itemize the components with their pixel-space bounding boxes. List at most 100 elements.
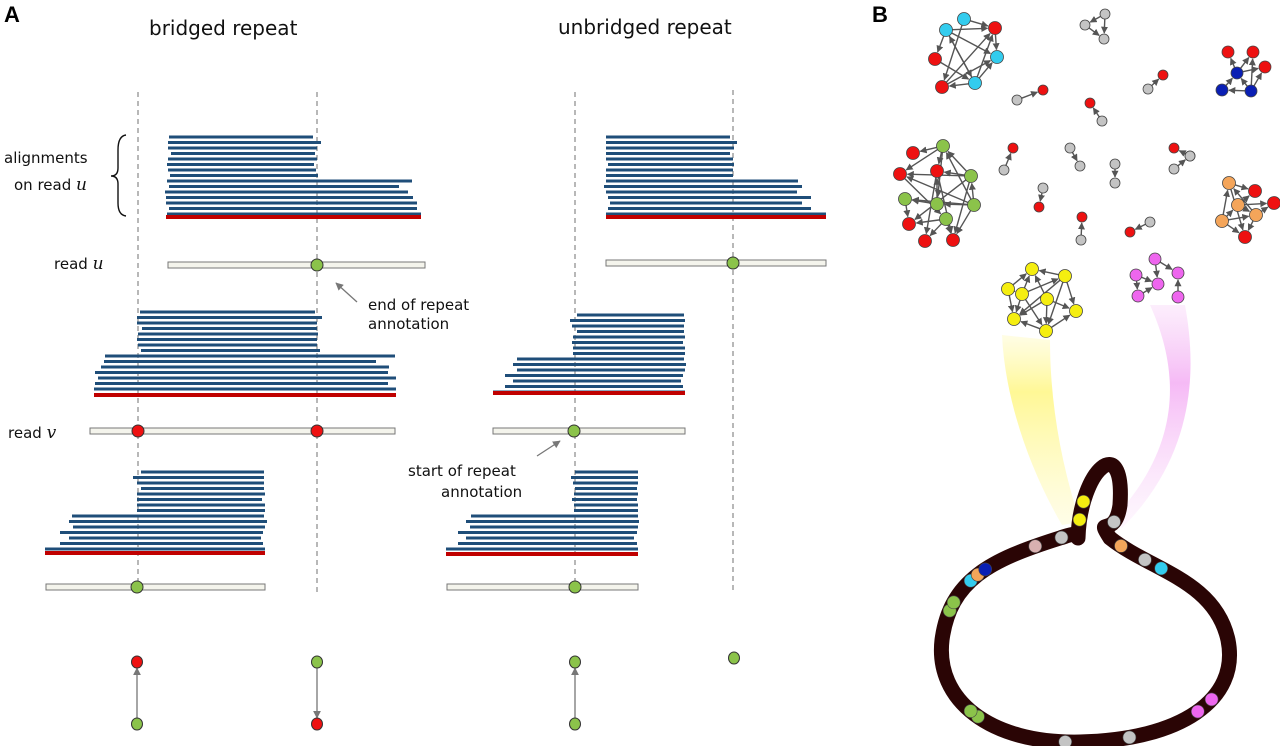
gray-node [1037, 182, 1049, 194]
gray-node [1096, 115, 1108, 127]
graph-edge [936, 152, 944, 165]
graph-edge [1253, 72, 1263, 87]
graph-edge [1070, 152, 1078, 162]
graph-edge [1052, 300, 1070, 309]
magenta-cluster [1129, 252, 1185, 304]
magenta-node [1151, 277, 1165, 291]
graph-edge [1092, 107, 1100, 118]
graph-edge [903, 205, 911, 218]
green-ring-node [963, 704, 978, 718]
gray-node [1109, 177, 1121, 189]
red-node [310, 424, 324, 438]
graph-edge [919, 146, 937, 154]
magenta-projection-band [1110, 305, 1191, 528]
red-node [902, 217, 916, 231]
gray-node [1064, 142, 1076, 154]
magenta-node [1129, 268, 1143, 282]
green-node [310, 258, 324, 272]
yellow-projection-band [1002, 335, 1080, 525]
yellow-cluster [1001, 262, 1083, 338]
green-graph-node [311, 655, 323, 669]
red-node [1037, 84, 1049, 96]
cyan-node [957, 12, 971, 26]
bottom-graph [131, 651, 740, 731]
graph-edge [1088, 27, 1100, 37]
graph-edge [953, 182, 970, 234]
gray-node [1142, 83, 1154, 95]
graph-edge [1066, 281, 1076, 305]
graph-edge [905, 148, 938, 171]
graph-edge [1225, 77, 1233, 86]
gray-node [1168, 163, 1180, 175]
graph-edge [1012, 273, 1027, 286]
red-node [918, 234, 932, 248]
graph-edge [1134, 223, 1146, 230]
pair-cluster [1064, 142, 1086, 172]
orange-node [1215, 214, 1229, 228]
blue-ring-node [978, 562, 993, 577]
graph-edge [1051, 314, 1071, 328]
red-node [893, 167, 907, 181]
blue-node [1230, 66, 1244, 80]
graph-edge [1228, 86, 1246, 94]
graph-edge [1247, 220, 1255, 231]
graph-edge [1151, 78, 1160, 87]
green-node [130, 580, 144, 594]
cyan-node [939, 23, 953, 37]
magenta-node [1171, 290, 1185, 304]
cyan-node [968, 76, 982, 90]
alignment-stacks [45, 135, 826, 556]
unbridged-repeat-title: unbridged repeat [558, 15, 732, 39]
red-node [131, 424, 145, 438]
read-bar [167, 261, 426, 269]
orange-node [1222, 176, 1236, 190]
gray-node [1144, 216, 1156, 228]
red-node [928, 52, 942, 66]
graph-edge [1177, 159, 1186, 167]
graph-edge [951, 32, 991, 55]
gray-node [1011, 94, 1023, 106]
green-node [964, 169, 978, 183]
graph-edge [1038, 192, 1045, 202]
red-node [1238, 230, 1252, 244]
gray-ring-node [1054, 530, 1069, 545]
yellow-node [1015, 287, 1029, 301]
end-annotation-line2: annotation [368, 315, 449, 333]
graph-edge [1023, 275, 1031, 289]
read-bars [45, 256, 827, 594]
blue-node [1215, 83, 1229, 97]
pair-cluster [1011, 84, 1049, 106]
graph-edge [1242, 195, 1250, 203]
red-node [1084, 97, 1096, 109]
red-node [1267, 196, 1280, 210]
read-bar [45, 583, 266, 591]
graph-edge [1242, 205, 1251, 212]
pair-cluster [1075, 211, 1088, 246]
gray-node [1099, 8, 1111, 20]
yellow-node [1069, 304, 1083, 318]
start-annotation-line2: annotation [441, 483, 522, 501]
yellow-node [1058, 269, 1072, 283]
graph-edge [1100, 18, 1108, 34]
graph-edge [1230, 57, 1237, 68]
blue-red-cluster [1215, 45, 1272, 98]
graph-edge [992, 34, 1000, 51]
graph-edge [1005, 152, 1012, 166]
cyan-red-cluster [928, 12, 1004, 94]
yellow-node [1039, 324, 1053, 338]
cyan-node [990, 50, 1004, 64]
start-annotation-line1: start of repeat [408, 462, 516, 480]
graph-edge [1242, 66, 1259, 74]
green-node [967, 198, 981, 212]
graph-edge [956, 210, 972, 235]
gray-ring-node [1107, 515, 1121, 529]
graph-edge [952, 25, 989, 33]
orange-red-cluster [1215, 176, 1280, 244]
gray-node [1074, 160, 1086, 172]
graph-edge [1226, 224, 1240, 234]
gray-ring-node [1138, 552, 1152, 567]
red-node [935, 80, 949, 94]
graph-edge [1178, 150, 1187, 157]
pair-cluster [1109, 158, 1121, 189]
green-node [568, 580, 582, 594]
